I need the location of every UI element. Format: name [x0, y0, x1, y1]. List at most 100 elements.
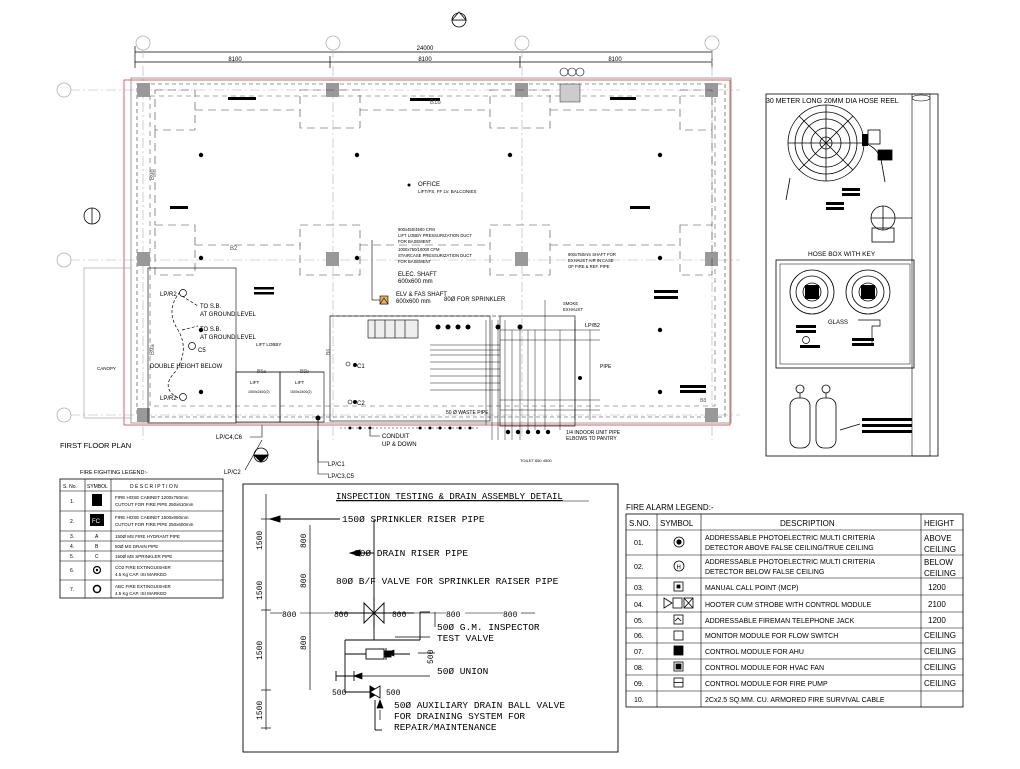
note-pressurization-4: 1000x750/10000 CFM	[398, 247, 440, 252]
sprinkler-head	[657, 327, 663, 333]
ff-row-symbol: B	[95, 544, 99, 550]
fa-row-sno: 01.	[634, 540, 644, 547]
elec-shaft-label: ELEC. SHAFT	[398, 272, 437, 278]
ff-row-desc: CUTOUT FOR FIRE PIPE 250x600mm	[115, 522, 194, 527]
inspection-title: INSPECTION TESTING & DRAIN ASSEMBLY DETA…	[336, 492, 563, 502]
fa-symbols: H	[663, 536, 694, 688]
indoor-pipe-label-2: ELBOWS TO PANTRY	[566, 436, 617, 442]
conduit-leaders	[244, 420, 380, 475]
lift-right-sublabel: 1500x2400(2)	[290, 390, 312, 394]
hose-reel-panel: 30 METER LONG 20MM DIA HOSE REEL HOSE BO…	[765, 93, 939, 457]
fa-row-desc: ADDRESSABLE FIREMAN TELEPHONE JACK	[705, 618, 855, 625]
indoor-pipe-label-1: 1/4 INDOOR UNIT PIPE	[566, 430, 621, 436]
fa-row-desc: CONTROL MODULE FOR HVAC FAN	[705, 665, 824, 672]
hooter-strobe-icon	[663, 597, 694, 609]
section-marker-left	[83, 207, 101, 225]
hose-reel-drum	[785, 104, 893, 201]
fa-row-height: 2100	[928, 600, 946, 609]
c5-label: C5	[198, 348, 206, 354]
fa-row-desc: DETECTOR ABOVE FALSE CEILING/TRUE CEILIN…	[705, 545, 874, 552]
service-core	[329, 240, 576, 427]
fa-row-desc: MANUAL CALL POINT (MCP)	[705, 585, 798, 592]
lift-left-label: LIFT	[250, 380, 260, 385]
shaft-note-1: 900x750mm SHAFT FOR	[568, 252, 616, 257]
columns	[137, 83, 718, 422]
ff-row-desc: 150Ø MS FIRE HYDRANT PIPE	[115, 534, 180, 539]
fire-alarm-legend: FIRE ALARM LEGEND:- S.NO. SYMBOL DESCRIP…	[625, 503, 964, 708]
butterfly-valve	[363, 598, 385, 628]
lift-right-label: LIFT	[295, 380, 305, 385]
fa-row-desc: HOOTER CUM STROBE WITH CONTROL MODULE	[705, 602, 872, 609]
panel-symbols	[179, 289, 196, 401]
beam-tag: B2	[230, 246, 238, 252]
exhaust-label: EXHAUST	[563, 307, 583, 312]
fa-row-desc: ADDRESSABLE PHOTOELECTRIC MULTI CRITERIA	[705, 535, 875, 542]
ff-row-desc: 4.5 Kg CAP. ISI MARKED	[115, 591, 167, 596]
detector-above-icon	[673, 536, 685, 548]
ff-row-desc: 150Ø MS SPRINKLER PIPE	[115, 554, 172, 559]
hose-box	[775, 259, 915, 369]
fire-fighting-legend: FIRE FIGHTING LEGEND:- S. No. SYMBOL D E…	[59, 470, 224, 599]
ff-row-desc: CO2 FIRE EXTINGUISHER	[115, 565, 172, 570]
lp-r2-bottom: LP/R2	[160, 396, 177, 402]
beam-tag: B6	[326, 349, 332, 355]
ff-row-desc: FIRE HOSE CABINET 1500x950mm	[115, 515, 189, 520]
fa-legend-title: FIRE ALARM LEGEND:-	[626, 503, 714, 512]
up-down-label: UP & DOWN	[382, 442, 417, 448]
dim-500: 500	[427, 649, 436, 664]
pipe-label: PIPE	[600, 364, 612, 370]
flow-switch-module-icon	[673, 630, 684, 641]
elv-fas-size: 600x600 mm	[396, 299, 431, 305]
dim-800: 800	[503, 611, 518, 620]
fa-row-height: CEILING	[924, 545, 956, 554]
beam-tag: B1b	[430, 100, 441, 106]
dim-800: 800	[392, 611, 407, 620]
section-marker-bottom	[253, 447, 269, 463]
sprinkler-head	[198, 255, 204, 261]
fa-row-height: BELOW	[924, 558, 953, 567]
grid-bubble	[704, 35, 720, 51]
dim-500: 500	[386, 689, 401, 698]
ff-row-desc: 4.5 Kg CAP. ISI MARKED	[115, 572, 167, 577]
ff-row-symbol: FC	[92, 519, 101, 525]
pipe-fittings	[315, 324, 582, 435]
dim-bay-1: 8100	[228, 57, 242, 63]
ff-row-sno: 1.	[70, 499, 74, 505]
shaft-note-2: EXHAUST AIR IN CASE	[568, 258, 614, 263]
fa-row-sno: 03.	[634, 585, 644, 592]
grid-bubble	[56, 82, 72, 98]
ff-row-sno: 3.	[70, 534, 74, 540]
to-sb-1: TO S.B.	[200, 304, 222, 310]
beam-tag: B9a	[150, 344, 156, 355]
building-outline	[130, 77, 732, 424]
to-sb-2: TO S.B.	[200, 327, 222, 333]
redacted-labels	[170, 97, 706, 393]
sprinkler-head	[198, 152, 204, 158]
section-marker-top	[451, 11, 467, 28]
sprinkler-head	[507, 152, 513, 158]
sprinkler-head	[354, 152, 360, 158]
conduit-label: CONDUIT	[382, 434, 410, 440]
note-pressurization-1: 900x450/4500 CFM	[398, 227, 435, 232]
fa-row-sno: 10.	[634, 697, 644, 704]
fa-row-height: 1200	[928, 616, 946, 625]
fa-row-desc: 2Cx2.5 SQ.MM. CU. ARMORED FIRE SURVIVAL …	[705, 697, 885, 704]
elec-shaft-size: 600x600 mm	[398, 279, 433, 285]
fa-header-sno: S.NO.	[629, 519, 651, 528]
floor-plan-title: FIRST FLOOR PLAN	[60, 441, 131, 450]
fa-row-desc: CONTROL MODULE FOR AHU	[705, 649, 804, 656]
fa-header-desc: DESCRIPTION	[780, 519, 835, 528]
note-pressurization-2: LIFT LOBBY PRESSURIZATION DUCT	[398, 233, 472, 238]
sprinkler-head	[198, 389, 204, 395]
ff-row-desc: FIRE HOSE CABINET 1200x750mm	[115, 495, 189, 500]
lp-c3-label: LP/C3,C5	[328, 474, 355, 480]
lift-left-sublabel: 1500x2400(2)	[248, 390, 270, 394]
office-label: OFFICE	[418, 182, 440, 188]
fa-row-sno: 05.	[634, 618, 644, 625]
dim-1500: 1500	[256, 531, 265, 550]
telephone-jack-icon	[673, 614, 684, 625]
fa-row-desc: DETECTOR BELOW FALSE CEILING	[705, 569, 824, 576]
dim-800: 800	[334, 611, 349, 620]
sprinkler-heads	[198, 152, 663, 395]
